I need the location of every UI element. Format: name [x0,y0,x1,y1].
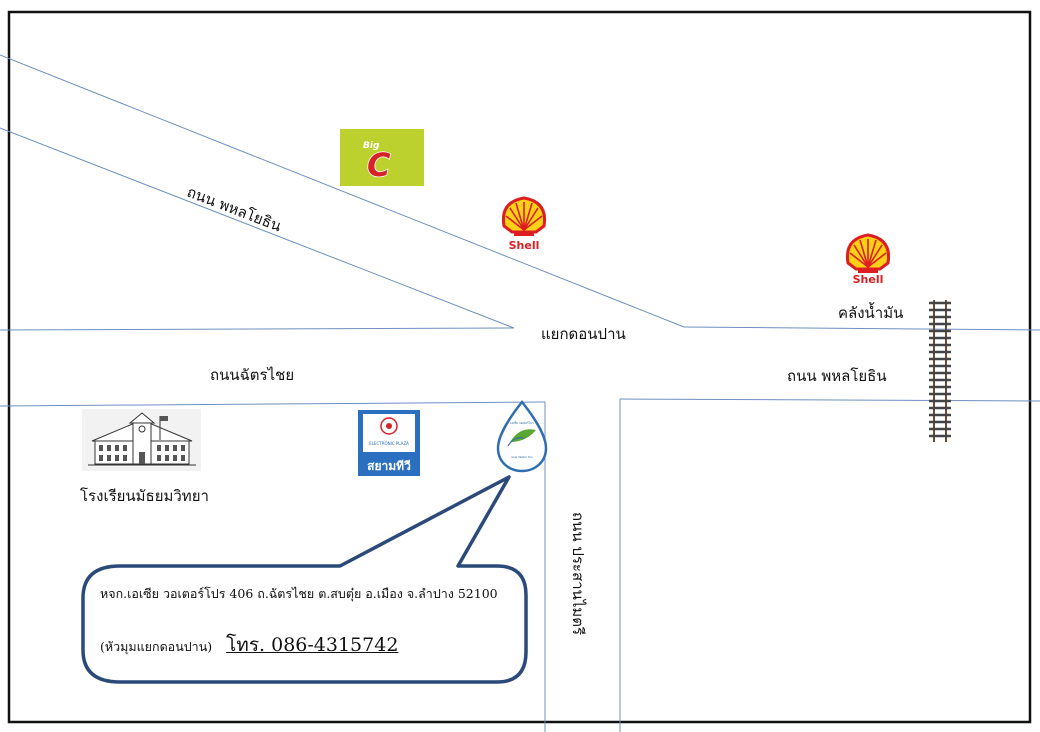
road-phahon-upper-edge [0,54,685,328]
road-east-upper-edge [683,326,1040,331]
water-drop-logo-icon: เอเชีย วอเตอร์โปร Asia Water Pro [496,399,548,473]
road-west-upper-edge [0,327,515,331]
shell-logo-icon: Shell [501,196,547,252]
callout-corner-row: (หัวมุมแยกดอนปาน) โทร. 086-4315742 [100,630,398,660]
map-frame [7,10,1032,724]
shell-logo-icon: Shell [845,233,891,286]
railway-track-icon [929,300,951,442]
callout-phone[interactable]: โทร. 086-4315742 [226,634,399,656]
road-label-phahon-east: ถนน พหลโยธิน [787,367,887,385]
road-label-prasanmit: ถนน ประสานไมตรี [569,512,587,636]
bigc-big-text: Big [363,141,380,151]
road-label-chattrachai: ถนนฉัตรไชย [210,366,295,384]
road-west-lower-edge [0,401,546,407]
oil-depot-label: คลังน้ำมัน [838,304,904,322]
siam-tv-small-text: ELECTRONIC PLAZA [369,441,409,446]
school-label: โรงเรียนมัธยมวิทยา [80,487,209,505]
water-logo-text-top: เอเชีย วอเตอร์โปร [510,421,534,425]
callout-text: หจก.เอเซีย วอเตอร์โปร 406 ถ.ฉัตรไชย ต.สบ… [100,584,520,656]
road-phahon-lower-edge [0,127,515,329]
road-east-lower-edge [619,398,1040,402]
callout-balloon [81,475,528,684]
callout-address: หจก.เอเซีย วอเตอร์โปร 406 ถ.ฉัตรไชย ต.สบ… [100,586,498,601]
shell-2-text: Shell [853,273,884,286]
callout-corner: (หัวมุมแยกดอนปาน) [100,639,213,654]
bigc-c-letter: C [367,146,391,184]
intersection-label: แยกดอนปาน [541,325,626,343]
school-building-icon [82,409,201,471]
siam-tv-logo-icon: ELECTRONIC PLAZA สยามทีวี [358,410,420,476]
water-logo-text-bottom: Asia Water Pro [511,455,533,459]
siam-tv-label: สยามทีวี [367,459,411,473]
shell-1-text: Shell [509,239,540,252]
bigc-logo-icon: Big C [340,129,424,186]
roads [0,54,1040,732]
